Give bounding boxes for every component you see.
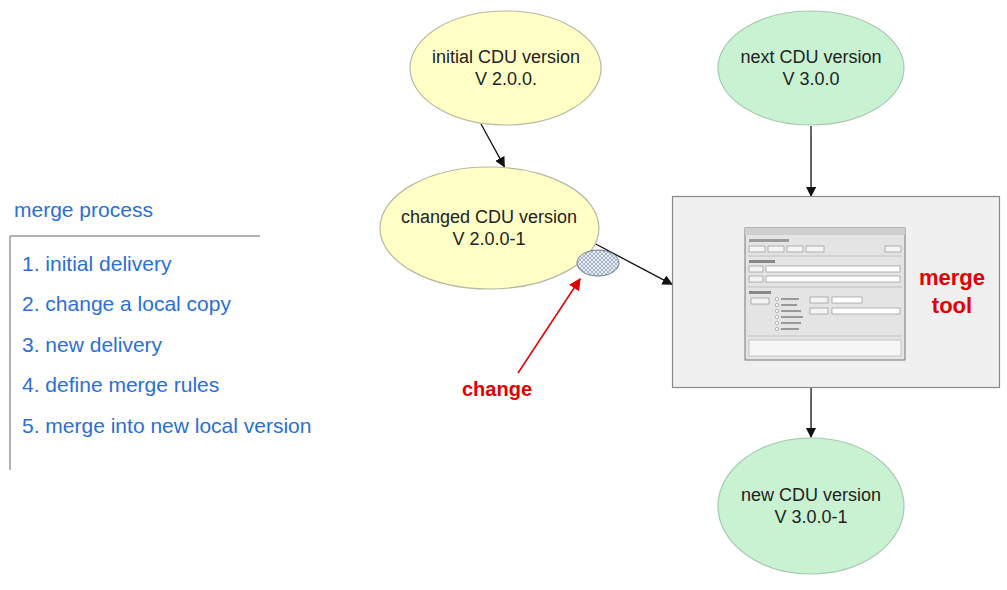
step-item: 1. initial delivery — [22, 252, 171, 276]
ellipse-outline — [717, 10, 905, 126]
version-label: new CDU version V 3.0.0-1 — [739, 484, 883, 529]
version-ellipse: new CDU version V 3.0.0-1 — [717, 437, 905, 575]
ellipse-shape — [718, 11, 904, 125]
version-ellipse: initial CDU version V 2.0.0. — [409, 10, 602, 126]
change-note: change — [462, 378, 532, 401]
list-heading: merge process — [14, 198, 153, 222]
ellipse-outline — [409, 10, 602, 126]
version-label: initial CDU version V 2.0.0. — [430, 46, 582, 91]
step-item: 5. merge into new local version — [22, 414, 311, 438]
panel-outline — [672, 196, 1000, 388]
flow-arrow — [810, 126, 811, 196]
tool-window — [745, 228, 905, 360]
version-ellipse: next CDU version V 3.0.0 — [717, 10, 905, 126]
change-pointer — [518, 279, 580, 373]
list-bracket — [9, 236, 11, 470]
flow-arrow — [810, 388, 811, 437]
version-label: next CDU version V 3.0.0 — [739, 46, 884, 91]
step-item: 2. change a local copy — [22, 292, 231, 316]
flow-arrow — [481, 124, 504, 167]
ellipse-shape — [410, 11, 601, 125]
ellipse-outline — [717, 437, 905, 575]
list-bracket — [10, 235, 260, 237]
version-label: changed CDU version V 2.0.0-1 — [399, 206, 579, 251]
step-item: 4. define merge rules — [22, 373, 219, 397]
version-ellipse: changed CDU version V 2.0.0-1 — [379, 166, 600, 290]
change-hatch — [577, 250, 619, 276]
ellipse-shape — [380, 167, 599, 289]
ellipse-shape — [718, 438, 904, 574]
change-area — [577, 250, 619, 276]
tool-panel: merge tool — [672, 196, 1000, 388]
panel-shape — [673, 197, 1000, 388]
tool-title: merge tool — [910, 264, 994, 319]
flow-arrow — [596, 244, 672, 284]
step-item: 3. new delivery — [22, 333, 162, 357]
ellipse-outline — [379, 166, 600, 290]
